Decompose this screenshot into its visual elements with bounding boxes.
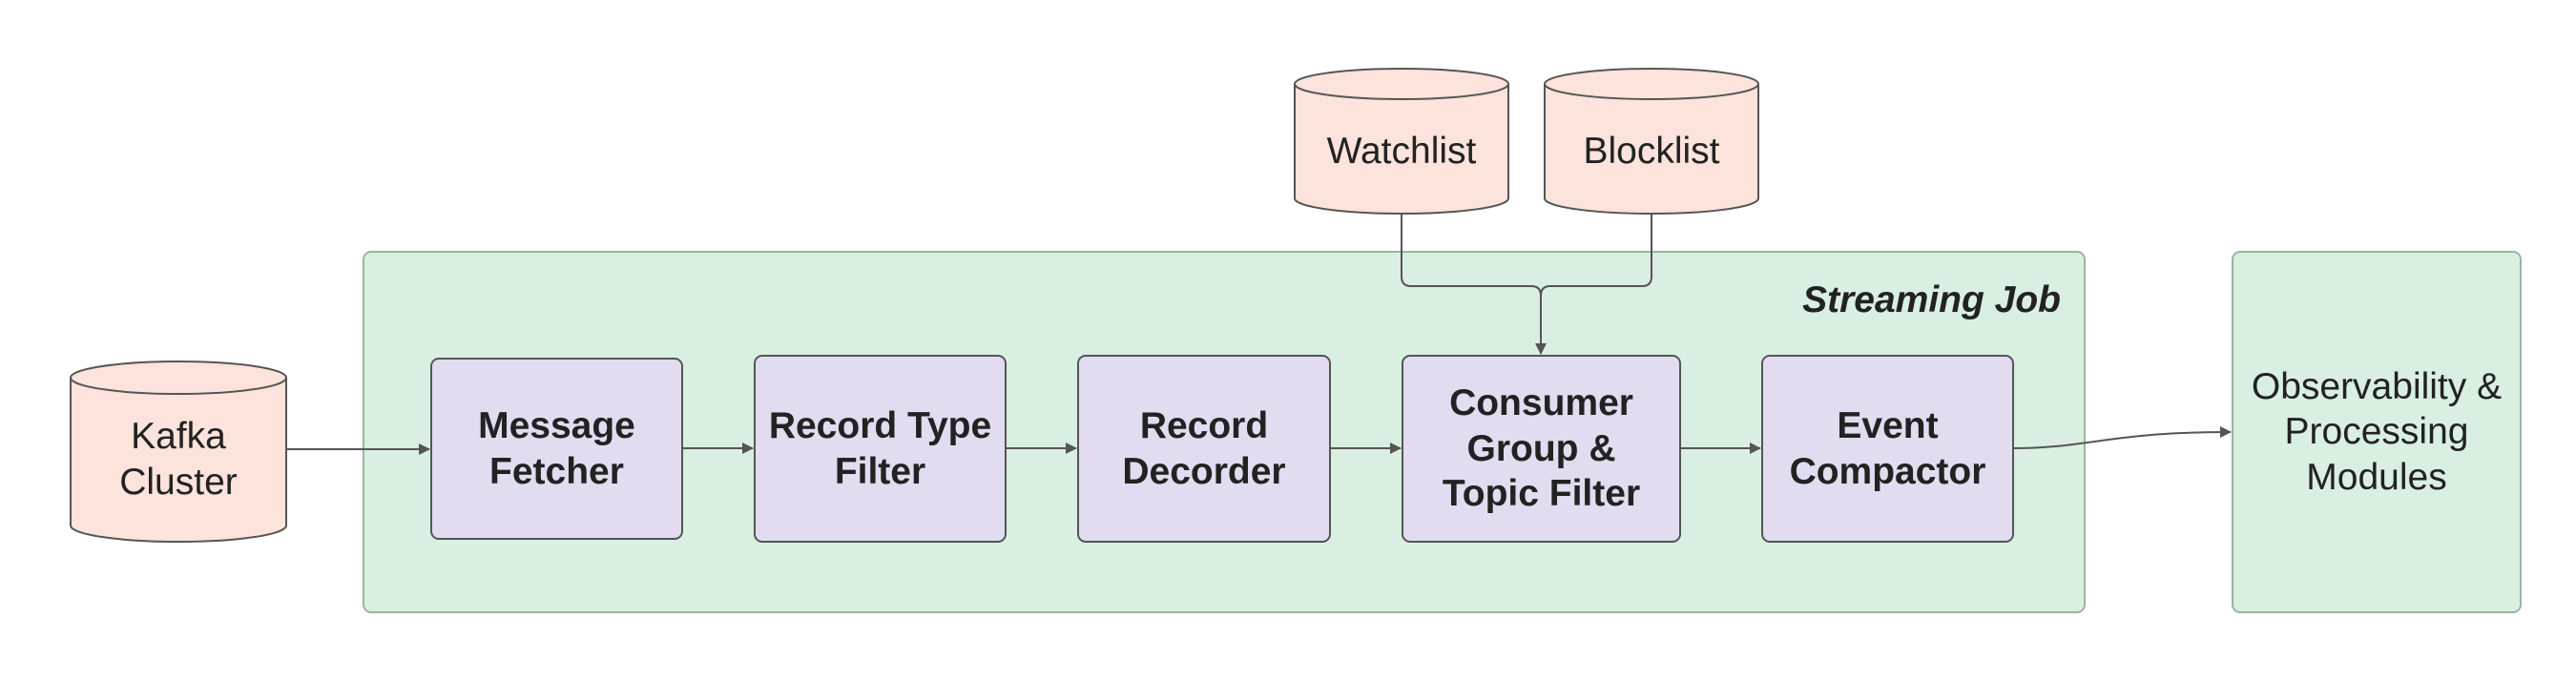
arrow-compactor-to-output — [2012, 426, 2232, 449]
event-compactor-label: Event Compactor — [1789, 404, 1986, 492]
blocklist-label: Blocklist — [1583, 131, 1720, 173]
connector-watchlist-to-filter — [1401, 214, 1547, 355]
consumer-group-topic-filter-label: Consumer Group & Topic Filter — [1442, 382, 1641, 515]
message-fetcher-label: Message Fetcher — [478, 404, 635, 492]
connector-blocklist-to-filter — [1540, 214, 1652, 297]
kafka-cluster-datastore — [70, 361, 287, 543]
streaming-job-title: Streaming Job — [1802, 279, 2061, 321]
watchlist-label: Watchlist — [1326, 131, 1477, 173]
blocklist-datastore — [1544, 68, 1759, 215]
output-container — [2232, 251, 2522, 613]
record-decorder-label: Record Decorder — [1122, 404, 1286, 492]
observability-modules-label: Observability & Processing Modules — [2251, 365, 2503, 498]
kafka-cluster-label: Kafka Cluster — [119, 416, 238, 503]
record-type-filter-label: Record Type Filter — [768, 404, 992, 492]
